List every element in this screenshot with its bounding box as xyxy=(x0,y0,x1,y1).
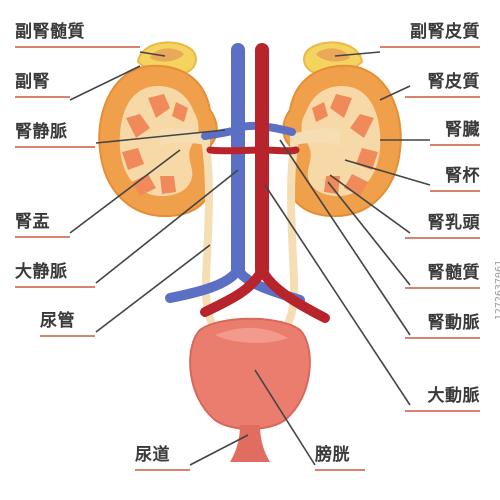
underline xyxy=(40,335,95,337)
label-renal-artery: 腎動脈 xyxy=(427,313,480,333)
inferior-vena-cava xyxy=(165,43,305,305)
underline xyxy=(405,410,480,412)
label-renal-papilla: 腎乳頭 xyxy=(427,213,480,233)
underline xyxy=(405,287,480,289)
label-adrenal-cortex: 副腎皮質 xyxy=(410,22,480,42)
label-aorta: 大動脈 xyxy=(427,386,480,406)
label-adrenal-gland: 副腎 xyxy=(15,72,50,92)
right-kidney xyxy=(282,64,402,218)
underline xyxy=(405,337,480,339)
label-adrenal-medulla: 副腎髄質 xyxy=(15,22,85,42)
aorta xyxy=(200,43,330,323)
stock-id: 1272637061 xyxy=(494,260,500,321)
label-renal-medulla: 腎髄質 xyxy=(427,263,480,283)
underline xyxy=(405,96,480,98)
label-renal-calyx: 腎杯 xyxy=(445,166,480,186)
label-kidney: 腎臓 xyxy=(445,120,480,140)
underline xyxy=(135,469,190,471)
underline xyxy=(430,190,480,192)
underline xyxy=(315,469,365,471)
label-renal-pelvis: 腎盂 xyxy=(15,212,50,232)
label-bladder: 膀胱 xyxy=(315,445,350,465)
underline xyxy=(430,144,480,146)
underline xyxy=(15,286,95,288)
underline xyxy=(15,236,70,238)
underline xyxy=(15,96,70,98)
underline xyxy=(15,146,95,148)
left-ureter xyxy=(201,136,219,334)
label-renal-vein: 腎静脈 xyxy=(15,122,68,142)
leader-lines xyxy=(69,51,431,466)
bladder-shape xyxy=(189,317,311,462)
right-ureter xyxy=(281,136,299,334)
label-renal-cortex: 腎皮質 xyxy=(427,72,480,92)
label-urethra: 尿道 xyxy=(135,445,170,465)
label-ureter: 尿管 xyxy=(40,311,75,331)
label-inferior-vena-cava: 大静脈 xyxy=(15,262,68,282)
underline xyxy=(15,46,140,48)
underline xyxy=(405,237,480,239)
underline xyxy=(380,46,480,48)
